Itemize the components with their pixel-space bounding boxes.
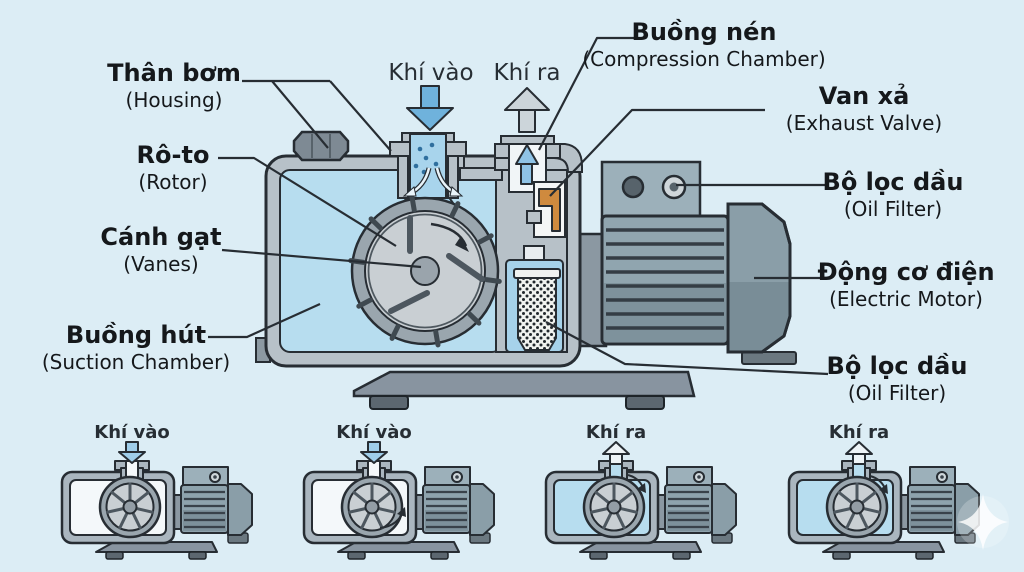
label-suction-chamber-vi: Buồng hút bbox=[65, 321, 207, 349]
label-gas-in: Khí vào bbox=[388, 60, 474, 86]
sparkle-icon bbox=[957, 494, 1009, 550]
label-oil-filter-top-en: (Oil Filter) bbox=[843, 197, 943, 221]
label-oil-filter-bottom: Bộ lọc dầu (Oil Filter) bbox=[827, 352, 968, 406]
label-exhaust-valve-vi: Van xả bbox=[818, 82, 910, 110]
inlet-arrow-icon bbox=[406, 85, 454, 131]
label-oil-filter-top: Bộ lọc dầu (Oil Filter) bbox=[823, 168, 964, 222]
leader-lines bbox=[208, 36, 829, 376]
leader-housing bbox=[242, 79, 392, 152]
label-exhaust-valve: Van xả (Exhaust Valve) bbox=[786, 82, 942, 136]
mini-pump-2 bbox=[302, 459, 496, 561]
rotor-shaft bbox=[410, 256, 440, 286]
electric-motor bbox=[572, 160, 792, 354]
label-rotor-vi: Rô-to bbox=[136, 141, 210, 169]
leader-vanes bbox=[221, 248, 422, 269]
leader-suction-chamber bbox=[208, 302, 321, 339]
label-suction-chamber-en: (Suction Chamber) bbox=[41, 350, 231, 374]
label-housing-en: (Housing) bbox=[125, 88, 223, 112]
mini-pump-1 bbox=[60, 459, 254, 561]
label-suction-chamber: Buồng hút (Suction Chamber) bbox=[42, 321, 230, 375]
rotation-arrow-icon bbox=[430, 222, 468, 247]
exhaust-valve bbox=[526, 181, 566, 238]
mini-outlet-arrow-3 bbox=[602, 441, 630, 465]
label-housing-vi: Thân bơm bbox=[107, 59, 241, 87]
mini-label-2: Khí vào bbox=[336, 422, 412, 443]
filter-element bbox=[517, 277, 557, 351]
leader-oil-filter-bottom bbox=[545, 321, 829, 376]
vanes bbox=[388, 215, 485, 314]
label-electric-motor: Động cơ điện (Electric Motor) bbox=[817, 258, 994, 312]
mini-pump-3 bbox=[544, 459, 738, 561]
valve-flap bbox=[538, 188, 561, 232]
pump-base bbox=[352, 351, 797, 410]
label-rotor: Rô-to (Rotor) bbox=[137, 141, 210, 195]
label-exhaust-valve-en: (Exhaust Valve) bbox=[785, 111, 943, 135]
oil-filter bbox=[505, 245, 564, 353]
rotor-assembly bbox=[348, 194, 502, 348]
mini-inlet-arrow-1 bbox=[118, 441, 146, 464]
label-vanes: Cánh gạt (Vanes) bbox=[100, 223, 221, 277]
mini-rotation-arrows bbox=[379, 474, 888, 529]
mini-outlet-arrow-4 bbox=[845, 441, 873, 465]
mini-label-1: Khí vào bbox=[94, 422, 170, 443]
label-oil-filter-bottom-vi: Bộ lọc dầu bbox=[826, 352, 968, 380]
label-electric-motor-vi: Động cơ điện bbox=[817, 258, 995, 286]
label-compression-chamber: Buồng nén (Compression Chamber) bbox=[582, 18, 825, 72]
label-vanes-vi: Cánh gạt bbox=[100, 223, 222, 251]
housing-bolt bbox=[292, 130, 350, 162]
label-oil-filter-bottom-en: (Oil Filter) bbox=[847, 381, 947, 405]
label-vanes-en: (Vanes) bbox=[123, 252, 199, 276]
label-oil-filter-top-vi: Bộ lọc dầu bbox=[822, 168, 964, 196]
mini-inlet-arrow-2 bbox=[360, 441, 388, 464]
label-electric-motor-en: (Electric Motor) bbox=[829, 287, 983, 311]
leader-rotor bbox=[218, 156, 397, 247]
label-compression-chamber-vi: Buồng nén bbox=[631, 18, 777, 46]
motor-cooling-fins bbox=[606, 228, 724, 330]
leader-exhaust-valve bbox=[549, 108, 765, 197]
label-compression-chamber-en: (Compression Chamber) bbox=[582, 47, 826, 71]
label-gas-out: Khí ra bbox=[493, 60, 561, 86]
label-rotor-en: (Rotor) bbox=[138, 170, 208, 194]
outlet-inner-arrow-icon bbox=[515, 144, 539, 185]
mini-label-3: Khí ra bbox=[585, 422, 647, 443]
mini-label-4: Khí ra bbox=[828, 422, 890, 443]
motor-port-plug-icon bbox=[621, 175, 645, 199]
mini-pump-4 bbox=[787, 459, 981, 561]
label-housing: Thân bơm (Housing) bbox=[107, 59, 241, 113]
leader-compression-chamber bbox=[538, 36, 638, 151]
outlet-arrow-icon bbox=[504, 87, 550, 133]
inlet-flow-detail bbox=[402, 142, 464, 197]
